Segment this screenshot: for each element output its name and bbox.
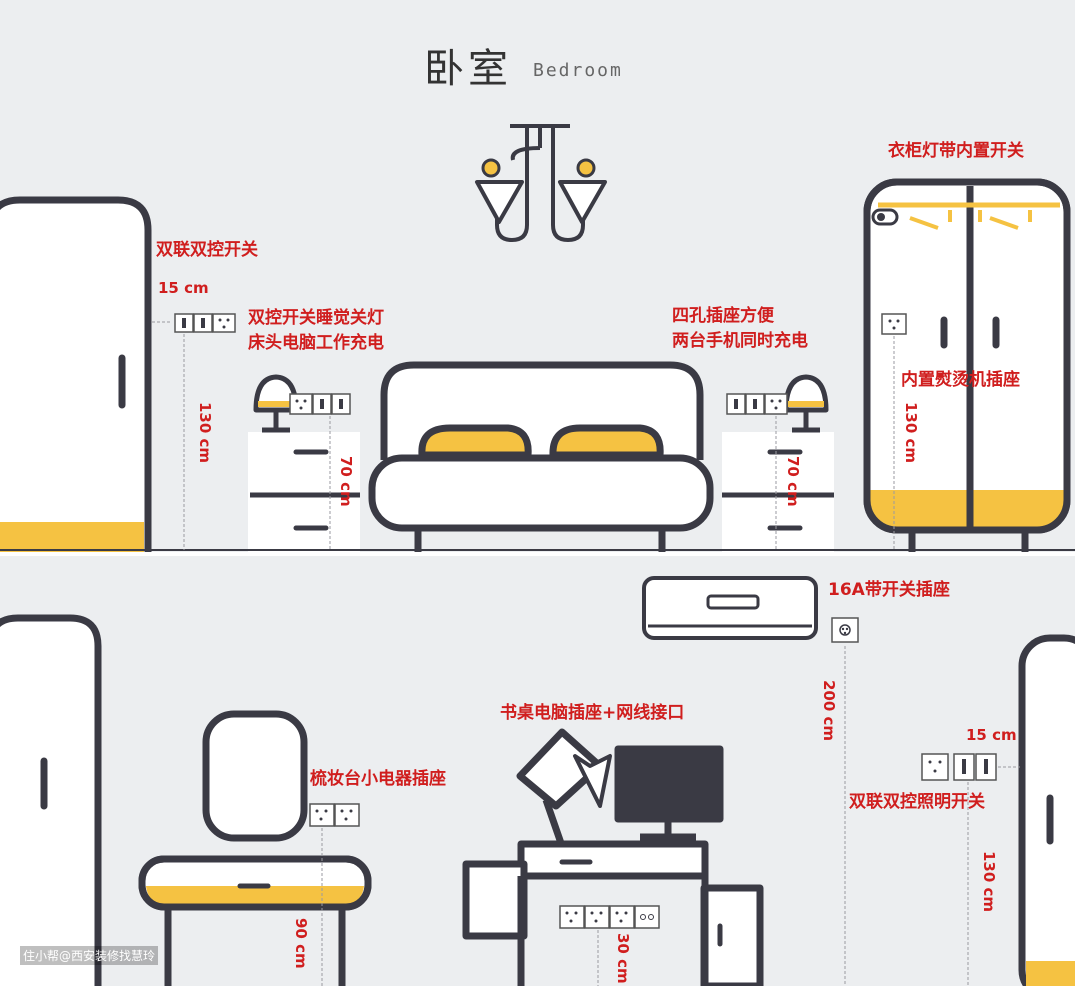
height-130cm-bottom: 130 cm bbox=[980, 851, 998, 913]
socket-plate bbox=[559, 905, 585, 929]
dressing-table bbox=[138, 710, 372, 986]
four-hole-socket-label-1: 四孔插座方便 bbox=[672, 306, 774, 326]
right-wardrobe-bottom bbox=[1018, 634, 1075, 986]
ac-socket-label: 16A带开关插座 bbox=[828, 580, 950, 600]
credit-watermark: 住小帮@西安装修找慧玲 bbox=[20, 946, 159, 965]
bed bbox=[368, 361, 714, 552]
bedside-switch-label-1: 双控开关睡觉关灯 bbox=[248, 308, 384, 328]
dressing-socket-label: 梳妆台小电器插座 bbox=[310, 769, 446, 789]
air-conditioner bbox=[642, 576, 818, 640]
socket-plate bbox=[764, 393, 788, 415]
left-wardrobe bbox=[0, 196, 152, 552]
top-panel: 卧室 Bedroom 双联双控开关 15 cm 双控开关睡觉关灯 床头电脑工作充… bbox=[0, 46, 1075, 552]
socket-plate bbox=[584, 905, 610, 929]
page-title-en: Bedroom bbox=[533, 60, 623, 81]
panel-divider bbox=[0, 552, 1075, 556]
height-70cm-left: 70 cm bbox=[337, 456, 355, 507]
bottom-panel: 16A带开关插座 200 cm 书桌电脑插座+网线接口 梳妆台小电器插座 15 … bbox=[0, 556, 1075, 986]
height-130cm-left: 130 cm bbox=[196, 402, 214, 464]
bottom-illustration bbox=[0, 576, 1075, 986]
lamp-right bbox=[783, 374, 829, 433]
chandelier bbox=[475, 124, 607, 242]
distance-15cm-right: 15 cm bbox=[966, 726, 1017, 744]
socket-plate bbox=[309, 803, 335, 827]
bedside-table-left bbox=[248, 432, 360, 552]
socket-plate bbox=[289, 393, 313, 415]
socket-plate bbox=[881, 313, 907, 335]
double-switch-label: 双联双控开关 bbox=[156, 240, 258, 260]
socket-plate bbox=[334, 803, 360, 827]
page-title-cn: 卧室 bbox=[424, 46, 512, 92]
left-wardrobe-bottom bbox=[0, 614, 102, 986]
iron-socket-label: 内置熨烫机插座 bbox=[901, 370, 1020, 390]
bedside-switch-label-2: 床头电脑工作充电 bbox=[248, 333, 384, 353]
height-70cm-right: 70 cm bbox=[784, 456, 802, 507]
socket-plate bbox=[609, 905, 635, 929]
distance-15cm-left: 15 cm bbox=[158, 279, 209, 297]
ac-socket bbox=[831, 617, 859, 643]
socket-plate bbox=[212, 313, 236, 333]
right-wardrobe bbox=[863, 178, 1071, 552]
height-90cm: 90 cm bbox=[292, 918, 310, 969]
top-illustration bbox=[0, 124, 1075, 552]
wardrobe-light-label: 衣柜灯带内置开关 bbox=[888, 141, 1024, 161]
desk-set bbox=[462, 728, 764, 986]
height-200cm: 200 cm bbox=[820, 680, 838, 742]
desk-socket-label: 书桌电脑插座+网线接口 bbox=[500, 703, 685, 723]
network-plate bbox=[634, 905, 660, 929]
height-130cm-right: 130 cm bbox=[902, 402, 920, 464]
lighting-switch-label: 双联双控照明开关 bbox=[849, 792, 985, 812]
socket-plate bbox=[921, 753, 949, 781]
four-hole-socket-label-2: 两台手机同时充电 bbox=[672, 331, 808, 351]
bedside-table-right bbox=[722, 432, 834, 552]
height-30cm: 30 cm bbox=[614, 933, 632, 984]
